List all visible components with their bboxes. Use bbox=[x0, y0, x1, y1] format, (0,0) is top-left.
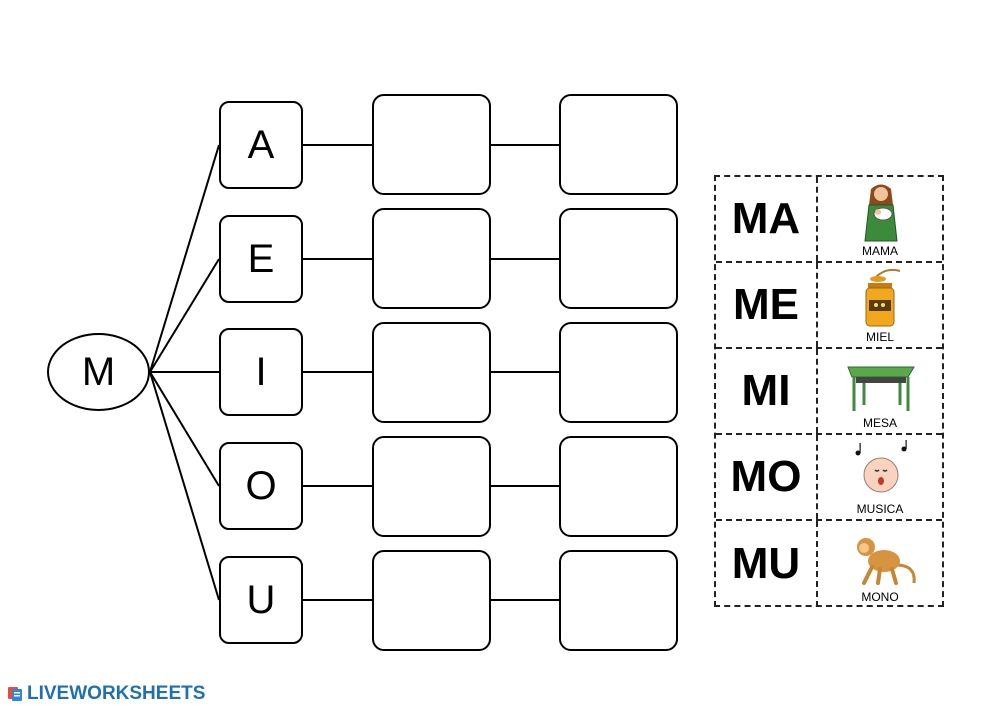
drop-zone-picture-e[interactable] bbox=[559, 208, 678, 309]
card-row: MA MAMA bbox=[716, 177, 942, 263]
drop-zone-syllable-o[interactable] bbox=[372, 436, 491, 537]
honey-jar-icon bbox=[865, 268, 901, 327]
singing-face-icon bbox=[855, 440, 907, 493]
reference-cards: MA MAMA ME bbox=[714, 175, 944, 607]
drop-zone-picture-u[interactable] bbox=[559, 550, 678, 651]
picture-label: MIEL bbox=[865, 330, 894, 344]
drop-zone-picture-o[interactable] bbox=[559, 436, 678, 537]
drop-zone-picture-a[interactable] bbox=[559, 94, 678, 195]
drop-zone-syllable-e[interactable] bbox=[372, 208, 491, 309]
card-row: MO MUSICA bbox=[716, 435, 942, 521]
draggable-picture-mesa[interactable]: MESA bbox=[818, 349, 942, 433]
liveworksheets-logo: LIVEWORKSHEETS bbox=[7, 683, 205, 705]
draggable-picture-miel[interactable]: MIEL bbox=[818, 263, 942, 347]
picture-label: MUSICA bbox=[856, 502, 904, 516]
picture-label: MAMA bbox=[862, 244, 898, 258]
liveworksheets-logo-icon bbox=[8, 687, 22, 701]
draggable-syllable-mu[interactable]: MU bbox=[716, 521, 818, 607]
brand-name: LIVEWORKSHEETS bbox=[27, 683, 206, 704]
branch-line-u bbox=[149, 371, 220, 601]
vowel-box-a: A bbox=[219, 101, 303, 189]
mother-with-baby-icon bbox=[864, 184, 898, 242]
vowel-box-i: I bbox=[219, 328, 303, 416]
branch-line-a bbox=[149, 144, 220, 373]
drop-zone-syllable-a[interactable] bbox=[372, 94, 491, 195]
drop-zone-syllable-u[interactable] bbox=[372, 550, 491, 651]
table-icon bbox=[847, 366, 915, 411]
card-row: MU MONO bbox=[716, 521, 942, 607]
root-letter: M bbox=[47, 333, 150, 411]
monkey-icon bbox=[857, 538, 916, 585]
picture-label: MESA bbox=[862, 416, 897, 430]
draggable-syllable-ma[interactable]: MA bbox=[716, 177, 818, 261]
draggable-syllable-me[interactable]: ME bbox=[716, 263, 818, 347]
vowel-box-u: U bbox=[219, 556, 303, 644]
branch-line-e bbox=[149, 258, 220, 373]
draggable-picture-mama[interactable]: MAMA bbox=[818, 177, 942, 261]
drop-zone-picture-i[interactable] bbox=[559, 322, 678, 423]
card-row: MI MESA bbox=[716, 349, 942, 435]
draggable-syllable-mo[interactable]: MO bbox=[716, 435, 818, 519]
branch-line-o bbox=[149, 371, 220, 487]
picture-label: MONO bbox=[861, 590, 899, 604]
vowel-box-e: E bbox=[219, 215, 303, 303]
draggable-syllable-mi[interactable]: MI bbox=[716, 349, 818, 433]
vowel-box-o: O bbox=[219, 442, 303, 530]
drop-zone-syllable-i[interactable] bbox=[372, 322, 491, 423]
draggable-picture-mono[interactable]: MONO bbox=[818, 521, 942, 607]
draggable-picture-musica[interactable]: MUSICA bbox=[818, 435, 942, 519]
card-row: ME MIEL bbox=[716, 263, 942, 349]
